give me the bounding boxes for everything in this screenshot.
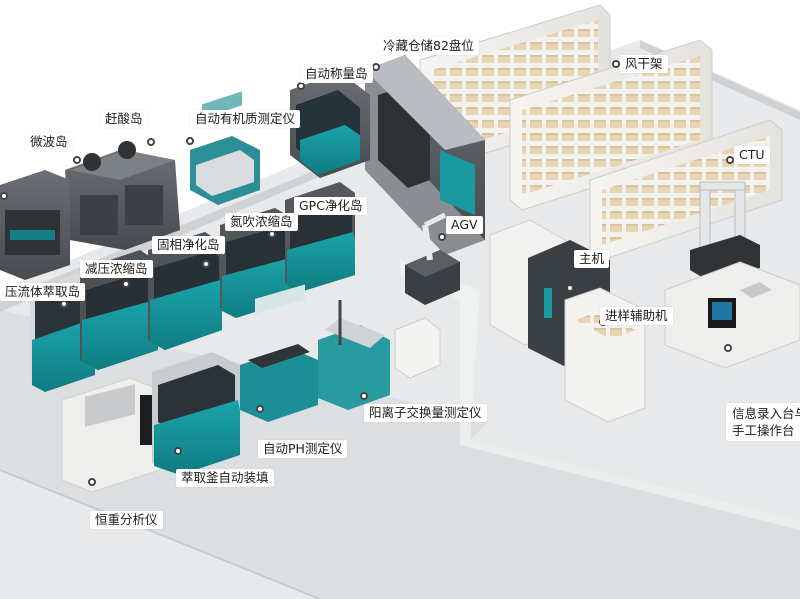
- cation-marker: [360, 392, 368, 400]
- label-supercritical: 压流体萃取岛: [0, 283, 86, 301]
- host-marker: [566, 284, 574, 292]
- air-dry-marker: [612, 60, 620, 68]
- agv-robot: [405, 212, 460, 305]
- extraction-kettle-filler: [152, 352, 240, 475]
- label-host: 主机: [574, 250, 610, 268]
- cation-exchange-analyzer: [318, 300, 441, 410]
- info-entry-desk: [664, 261, 800, 369]
- label-nitrogen: 氮吹浓缩岛: [225, 213, 298, 231]
- label-extraction-filler: 萃取釜自动装填: [176, 469, 274, 487]
- label-acid-removal: 赶酸岛: [100, 110, 148, 128]
- label-microwave: 微波岛: [25, 133, 73, 151]
- extraction-filler-marker: [174, 447, 182, 455]
- auto-weighing-island: [290, 72, 370, 178]
- microwave-island: [0, 170, 70, 280]
- solid-phase-marker: [202, 260, 210, 268]
- auto-weighing-marker: [297, 82, 305, 90]
- agv-marker: [438, 233, 446, 241]
- solid-phase-cleanup-island: [148, 232, 222, 350]
- label-solid-phase: 固相净化岛: [152, 236, 225, 254]
- label-agv: AGV: [446, 216, 483, 234]
- microwave-marker: [73, 156, 81, 164]
- label-info-desk: 信息录入台与 手工操作台: [726, 403, 800, 441]
- cold-storage-marker: [372, 63, 380, 71]
- supercritical-left-marker: [0, 192, 8, 200]
- label-air-dry-rack: 风干架: [620, 55, 668, 73]
- constant-weight-analyzer: [61, 377, 161, 493]
- label-sample-assist: 进样辅助机: [600, 307, 673, 325]
- label-auto-ph: 自动PH测定仪: [258, 440, 348, 458]
- label-auto-weighing: 自动称量岛: [300, 65, 373, 83]
- organic-matter-marker: [186, 137, 194, 145]
- acid-removal-marker: [147, 138, 155, 146]
- label-decompress: 减压浓缩岛: [80, 260, 153, 278]
- auto-ph-marker: [256, 405, 264, 413]
- label-ctu: CTU: [734, 146, 770, 164]
- const-weight-marker: [88, 478, 96, 486]
- auto-ph-analyzer: [240, 284, 318, 422]
- label-const-weight: 恒重分析仪: [90, 511, 163, 529]
- decompress-concentration-island: [80, 250, 158, 370]
- nitrogen-marker: [268, 230, 276, 238]
- label-gpc: GPC净化岛: [294, 197, 368, 215]
- ctu-marker: [726, 156, 734, 164]
- organic-matter-analyzer: [190, 91, 260, 205]
- label-cold-storage: 冷藏仓储82盘位: [378, 37, 479, 55]
- label-cation-exchange: 阳离子交换量测定仪: [364, 404, 487, 422]
- info-desk-marker: [724, 344, 732, 352]
- supercritical-marker: [60, 300, 68, 308]
- label-organic-analyzer: 自动有机质测定仪: [190, 110, 301, 128]
- cold-storage-unit: [365, 55, 485, 255]
- decompress-marker: [122, 280, 130, 288]
- acid-removal-island: [65, 141, 180, 250]
